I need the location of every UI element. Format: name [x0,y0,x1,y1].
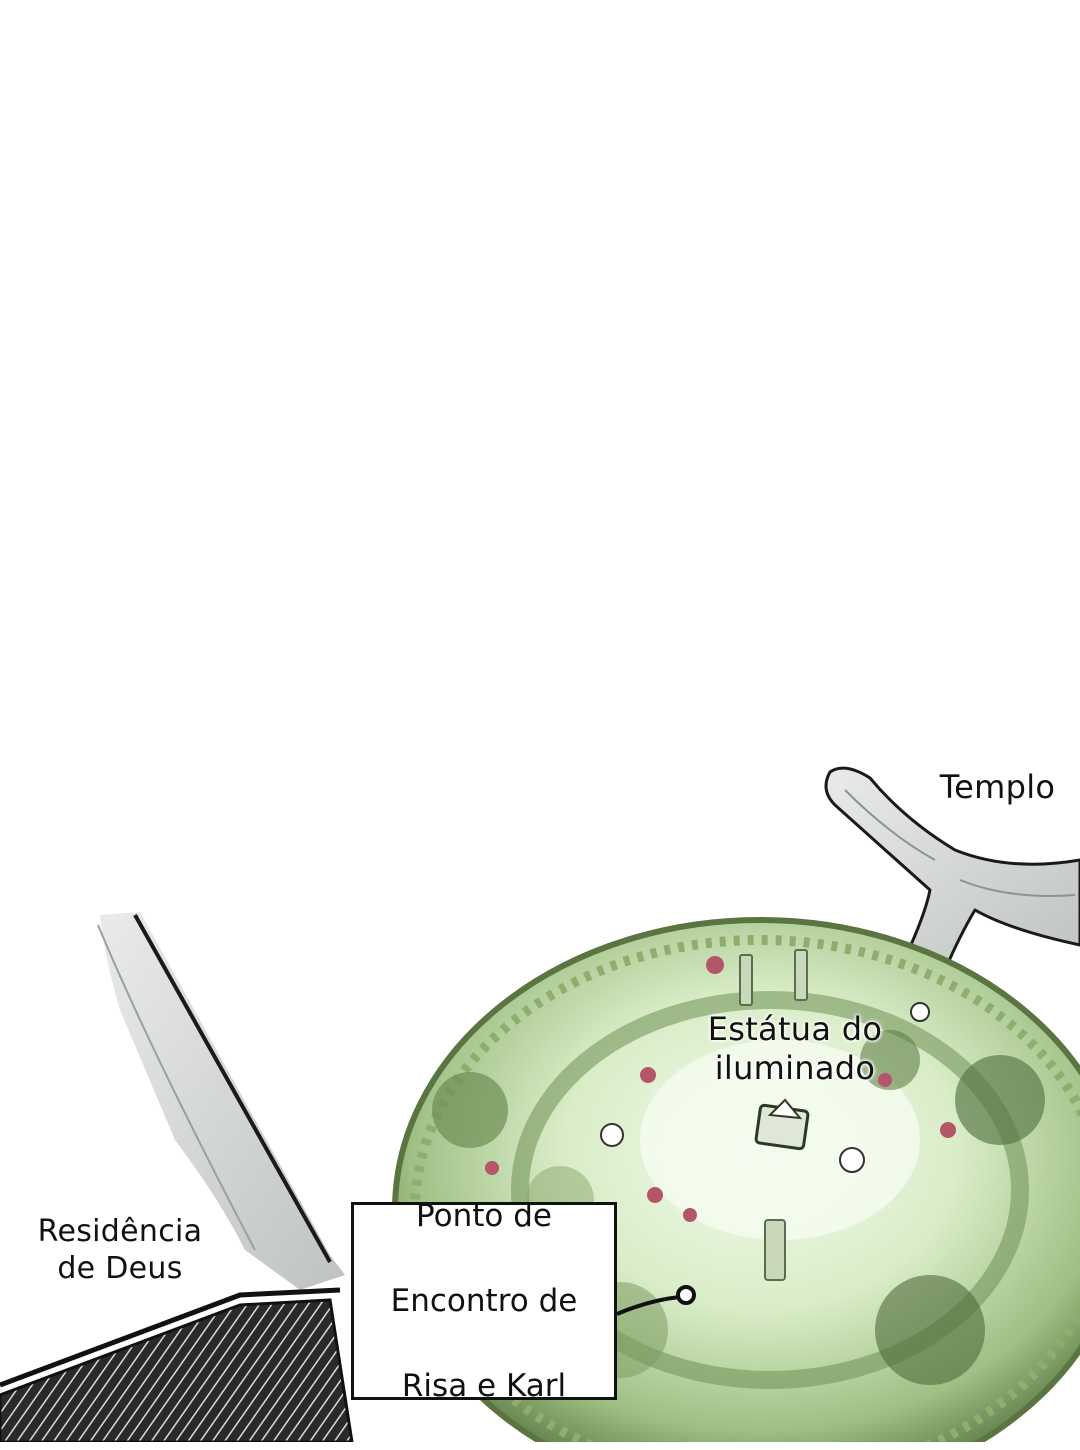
statue-label-line2: iluminado [714,1049,876,1088]
statue-label: Estátua do iluminado [690,1010,900,1088]
callout-pointer [616,1285,696,1316]
residence-label: Residência de Deus [20,1214,220,1287]
statue-icon [754,1098,810,1151]
meeting-point-line3: Risa e Karl [401,1367,567,1404]
meeting-point-callout: Ponto de Encontro de Risa e Karl [351,1198,617,1404]
meeting-point-line1: Ponto de [416,1197,552,1234]
statue-label-line1: Estátua do [707,1010,883,1048]
meeting-point-text: Ponto de Encontro de Risa e Karl [391,1152,578,1449]
temple-path [824,766,1080,972]
residence-label-line1: Residência [37,1214,203,1249]
temple-label-text: Templo [939,768,1056,806]
meeting-point-line2: Encontro de [390,1282,578,1319]
residence-path [97,912,345,1290]
residence-building [0,1287,354,1442]
temple-label: Templo [930,768,1065,807]
residence-label-line2: de Deus [57,1250,183,1286]
